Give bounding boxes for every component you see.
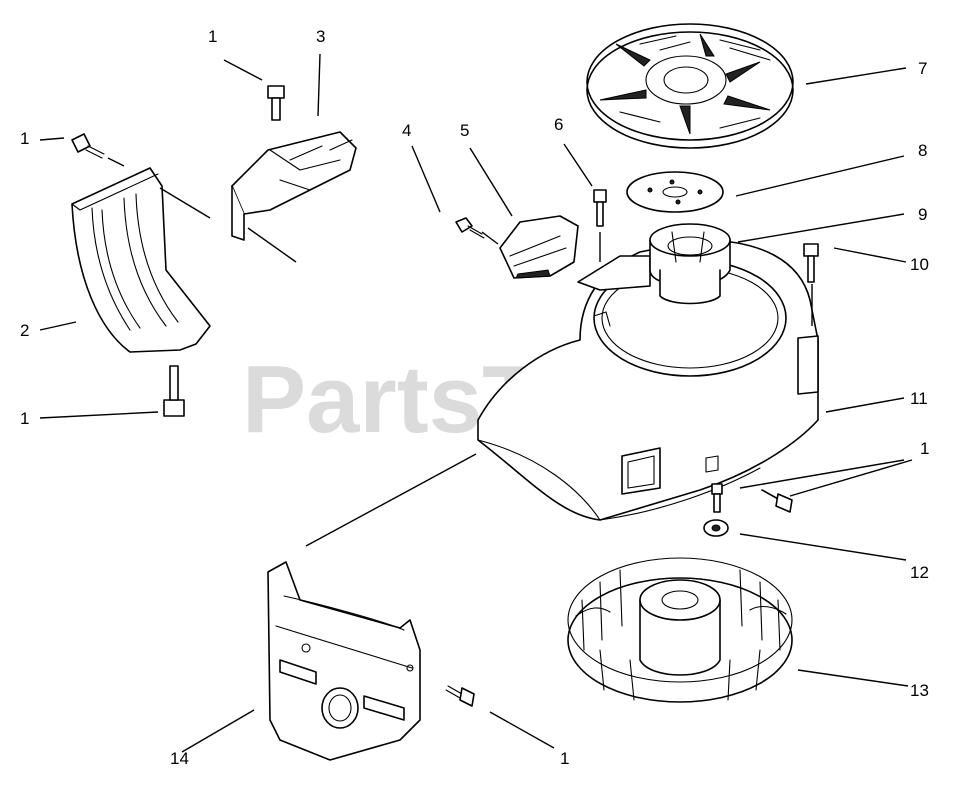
part-1-bolt-top bbox=[267, 85, 285, 121]
part-2-side-cover bbox=[71, 167, 211, 353]
part-9-starter-cup bbox=[649, 223, 731, 305]
part-1-bolt-left-bottom bbox=[163, 365, 185, 417]
callout-6: 6 bbox=[554, 115, 563, 134]
part-1-bolt-housing-b bbox=[761, 489, 793, 513]
callout-7: 7 bbox=[918, 59, 927, 78]
callout-10: 10 bbox=[910, 255, 929, 274]
callout-1-top: 1 bbox=[208, 27, 217, 46]
part-5-cover-plate bbox=[499, 215, 579, 279]
part-4-screw bbox=[455, 217, 485, 239]
callout-1-left-top: 1 bbox=[20, 129, 29, 148]
part-14-front-shield bbox=[267, 561, 421, 761]
part-11-blower-housing bbox=[477, 239, 819, 521]
callout-5: 5 bbox=[460, 121, 469, 140]
callout-9: 9 bbox=[918, 205, 927, 224]
callout-11: 11 bbox=[910, 389, 928, 408]
part-1-bolt-left-top bbox=[71, 133, 105, 159]
callout-13: 13 bbox=[910, 681, 929, 700]
part-12-washer bbox=[703, 519, 729, 537]
callout-2: 2 bbox=[20, 321, 29, 340]
part-3-bracket bbox=[231, 131, 357, 241]
part-13-flywheel bbox=[567, 557, 793, 703]
callout-1-right: 1 bbox=[920, 439, 929, 458]
part-1-bolt-housing-a bbox=[711, 483, 723, 513]
part-1-bolt-front bbox=[445, 685, 475, 707]
callout-1-left-bottom: 1 bbox=[20, 409, 29, 428]
callout-14: 14 bbox=[170, 749, 189, 768]
callout-12: 12 bbox=[910, 563, 929, 582]
callout-8: 8 bbox=[918, 141, 927, 160]
callout-3: 3 bbox=[316, 27, 325, 46]
part-10-bolt bbox=[803, 243, 819, 283]
callout-4: 4 bbox=[402, 121, 411, 140]
callout-1-bottom: 1 bbox=[560, 749, 569, 768]
part-6-bolt bbox=[593, 189, 607, 227]
part-7-grille-screen bbox=[586, 23, 794, 149]
part-8-plate bbox=[626, 171, 724, 213]
leader-lines bbox=[39, 53, 913, 753]
